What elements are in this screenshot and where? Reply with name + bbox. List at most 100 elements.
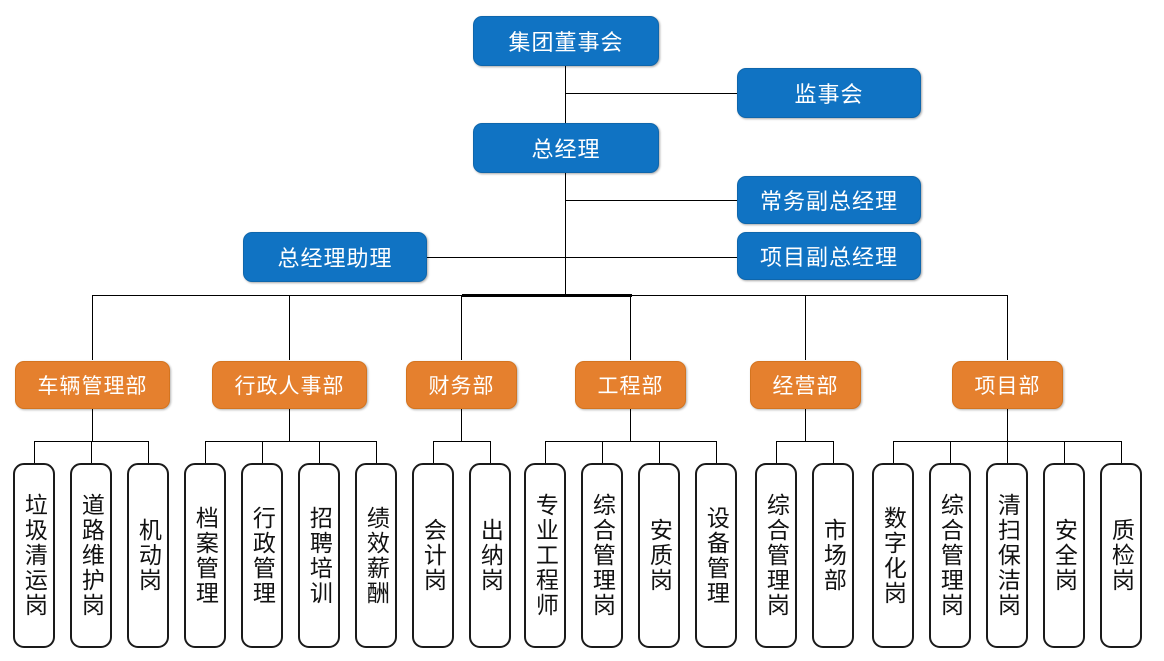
drop-dept-5 [1007, 295, 1008, 360]
stem-dept-0 [92, 409, 93, 442]
stem-dept-3 [630, 409, 631, 442]
drop-post-4-1 [833, 441, 834, 463]
node-post-1-3-label: 绩效薪酬 [363, 505, 390, 606]
subbus-dept-4 [776, 441, 833, 442]
node-post-4-0[interactable]: 综合管理岗 [755, 463, 797, 648]
node-post-1-1-label: 行政管理 [249, 505, 276, 606]
drop-post-1-3 [376, 441, 377, 463]
node-post-2-0[interactable]: 会计岗 [412, 463, 454, 648]
node-project-deputy-gm-label: 项目副总经理 [759, 245, 898, 270]
node-post-1-1[interactable]: 行政管理 [241, 463, 283, 648]
node-post-1-2[interactable]: 招聘培训 [298, 463, 340, 648]
node-post-5-2[interactable]: 清扫保洁岗 [986, 463, 1028, 648]
node-post-3-2-label: 安质岗 [646, 518, 673, 593]
stem-dept-5 [1007, 409, 1008, 442]
subbus-dept-2 [433, 441, 490, 442]
node-post-0-1[interactable]: 道路维护岗 [70, 463, 112, 648]
drop-post-1-2 [319, 441, 320, 463]
node-department-3[interactable]: 工程部 [575, 361, 686, 409]
node-post-4-1[interactable]: 市场部 [812, 463, 854, 648]
node-post-2-1-label: 出纳岗 [477, 518, 504, 593]
node-project-deputy-gm[interactable]: 项目副总经理 [737, 232, 921, 280]
node-post-3-0-label: 专业工程师 [532, 493, 559, 618]
drop-post-5-2 [1007, 441, 1008, 463]
node-post-0-0[interactable]: 垃圾清运岗 [13, 463, 55, 648]
node-board[interactable]: 集团董事会 [473, 16, 659, 66]
department-bus-emphasis [462, 294, 632, 297]
drop-dept-2 [461, 295, 462, 360]
connector-gm-to-bus [565, 173, 566, 296]
node-post-0-2[interactable]: 机动岗 [127, 463, 169, 648]
node-department-2-label: 财务部 [428, 375, 495, 398]
node-post-2-0-label: 会计岗 [420, 518, 447, 593]
node-supervisory-board-label: 监事会 [794, 82, 864, 107]
connector-board-to-gm [565, 66, 566, 123]
node-post-3-2[interactable]: 安质岗 [638, 463, 680, 648]
node-post-4-1-label: 市场部 [820, 518, 847, 593]
drop-post-3-0 [545, 441, 546, 463]
node-post-3-1[interactable]: 综合管理岗 [581, 463, 623, 648]
node-post-3-3-label: 设备管理 [703, 505, 730, 606]
stem-dept-2 [461, 409, 462, 442]
drop-post-1-0 [205, 441, 206, 463]
node-department-3-label: 工程部 [597, 375, 664, 398]
node-post-5-4-label: 质检岗 [1108, 518, 1135, 593]
node-post-5-4[interactable]: 质检岗 [1100, 463, 1142, 648]
connector-board-to-supervisory [565, 93, 737, 94]
node-department-2[interactable]: 财务部 [406, 361, 517, 409]
node-department-5[interactable]: 项目部 [952, 361, 1063, 409]
drop-post-4-0 [776, 441, 777, 463]
node-post-0-0-label: 垃圾清运岗 [21, 493, 48, 618]
subbus-dept-3 [545, 441, 716, 442]
node-department-0[interactable]: 车辆管理部 [15, 361, 170, 409]
node-post-1-0[interactable]: 档案管理 [184, 463, 226, 648]
node-department-4[interactable]: 经营部 [750, 361, 861, 409]
node-executive-deputy-gm[interactable]: 常务副总经理 [737, 176, 921, 224]
node-post-3-0[interactable]: 专业工程师 [524, 463, 566, 648]
node-post-1-0-label: 档案管理 [192, 505, 219, 606]
node-department-1[interactable]: 行政人事部 [212, 361, 367, 409]
node-general-manager-label: 总经理 [531, 137, 601, 162]
drop-post-3-1 [602, 441, 603, 463]
drop-post-5-3 [1064, 441, 1065, 463]
stem-dept-1 [289, 409, 290, 442]
node-post-4-0-label: 综合管理岗 [763, 493, 790, 618]
node-post-1-2-label: 招聘培训 [306, 505, 333, 606]
node-department-0-label: 车辆管理部 [37, 375, 148, 398]
node-post-0-1-label: 道路维护岗 [78, 493, 105, 618]
node-post-5-0[interactable]: 数字化岗 [872, 463, 914, 648]
node-supervisory-board[interactable]: 监事会 [737, 68, 921, 118]
node-post-3-3[interactable]: 设备管理 [695, 463, 737, 648]
drop-dept-3 [630, 295, 631, 360]
subbus-dept-1 [205, 441, 376, 442]
drop-dept-0 [92, 295, 93, 360]
node-post-5-3[interactable]: 安全岗 [1043, 463, 1085, 648]
drop-post-5-0 [893, 441, 894, 463]
node-board-label: 集团董事会 [508, 30, 624, 55]
node-post-5-1[interactable]: 综合管理岗 [929, 463, 971, 648]
node-post-5-1-label: 综合管理岗 [937, 493, 964, 618]
node-post-2-1[interactable]: 出纳岗 [469, 463, 511, 648]
connector-gm-to-assistant [427, 257, 565, 258]
node-post-3-1-label: 综合管理岗 [589, 493, 616, 618]
node-post-5-2-label: 清扫保洁岗 [994, 493, 1021, 618]
node-post-0-2-label: 机动岗 [135, 518, 162, 593]
drop-post-1-1 [262, 441, 263, 463]
drop-post-5-1 [950, 441, 951, 463]
node-gm-assistant-label: 总经理助理 [277, 246, 393, 271]
node-post-5-0-label: 数字化岗 [880, 505, 907, 606]
drop-post-2-1 [490, 441, 491, 463]
node-executive-deputy-gm-label: 常务副总经理 [759, 189, 898, 214]
drop-post-3-3 [716, 441, 717, 463]
drop-dept-1 [289, 295, 290, 360]
node-general-manager[interactable]: 总经理 [473, 123, 659, 173]
drop-post-2-0 [433, 441, 434, 463]
node-post-1-3[interactable]: 绩效薪酬 [355, 463, 397, 648]
node-department-4-label: 经营部 [772, 375, 839, 398]
stem-dept-4 [805, 409, 806, 442]
node-department-1-label: 行政人事部 [234, 375, 345, 398]
connector-gm-to-exec-deputy [565, 200, 737, 201]
connector-gm-to-project-deputy [565, 257, 737, 258]
node-gm-assistant[interactable]: 总经理助理 [243, 232, 427, 282]
